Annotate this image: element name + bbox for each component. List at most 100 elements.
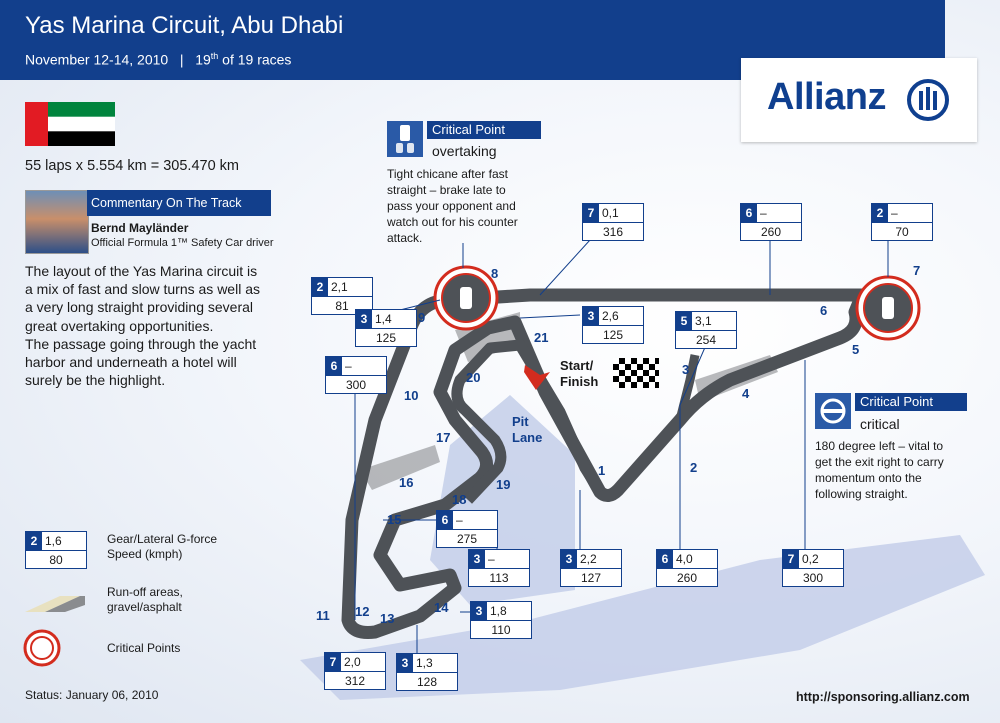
description-line: The passage going through the yacht <box>25 335 257 352</box>
gear-value: 3 <box>469 550 485 568</box>
runoff-gravel-swatch <box>25 596 80 612</box>
gear-value: 7 <box>783 550 799 568</box>
lateral-g-value: – <box>760 206 767 220</box>
pit-lane-line: Pit <box>512 414 529 429</box>
track-section <box>675 354 700 422</box>
speed-value: 125 <box>356 328 416 347</box>
critical-point-sub: overtaking <box>432 143 497 159</box>
gear-value: 3 <box>561 550 577 568</box>
turn-number: 21 <box>534 330 549 345</box>
track-section <box>451 339 605 504</box>
legend-line: Gear/Lateral G-force <box>107 532 218 546</box>
commentator-role: Official Formula 1™ Safety Car driver <box>91 237 274 249</box>
turn-number: 13 <box>380 611 395 626</box>
lateral-g-value: 1,8 <box>490 604 507 618</box>
description-line: surely be the highlight. <box>25 372 166 389</box>
speed-value: 113 <box>469 568 529 587</box>
turn-number: 18 <box>452 492 467 507</box>
turn-number: 17 <box>436 430 451 445</box>
lateral-g-value: 2,2 <box>580 552 597 566</box>
speed-value: 125 <box>583 325 643 344</box>
start-finish-line: Finish <box>560 374 599 389</box>
turn-number: 4 <box>742 386 750 401</box>
critical-point-text-line: attack. <box>387 231 423 245</box>
lateral-g-value: 1,6 <box>45 534 62 548</box>
commentary-heading: Commentary On The Track <box>87 190 271 216</box>
gear-value: 2 <box>312 278 328 296</box>
uae-flag <box>25 102 115 146</box>
speed-value: 254 <box>676 330 736 349</box>
race-date: November 12-14, 2010 <box>25 51 169 68</box>
critical-point-text-line: following straight. <box>815 487 908 501</box>
race-of-total: of 19 races <box>222 51 292 68</box>
logo-text: Allianz <box>767 76 886 118</box>
allianz-eagle-icon <box>907 79 949 121</box>
gear-value: 6 <box>741 204 757 222</box>
car-overtake-icon <box>387 121 423 157</box>
speed-value: 80 <box>26 550 86 569</box>
gear-value: 5 <box>676 312 692 330</box>
description-line: great overtaking opportunities. <box>25 317 214 334</box>
turn-number: 1 <box>598 463 606 478</box>
description-line: a mix of fast and slow turns as well as <box>25 281 260 298</box>
speed-value: 312 <box>325 671 385 690</box>
speed-value: 70 <box>872 222 932 241</box>
turn-number: 12 <box>355 604 370 619</box>
turn-number: 2 <box>690 460 698 475</box>
critical-point-marker <box>433 265 499 331</box>
speed-value: 275 <box>437 529 497 548</box>
gear-value: 3 <box>397 654 413 672</box>
speed-value: 316 <box>583 222 643 241</box>
steering-wheel-icon <box>815 393 851 429</box>
start-finish-label: Start/ Finish <box>560 358 598 390</box>
gear-value: 6 <box>437 511 453 529</box>
pit-lane-area <box>430 395 575 605</box>
lateral-g-value: 3,1 <box>695 314 712 328</box>
track-description: The layout of the Yas Marina circuit is … <box>25 262 275 389</box>
pit-lane-label: Pit Lane <box>512 414 542 446</box>
sponsoring-link[interactable]: http://sponsoring.allianz.com <box>796 690 970 704</box>
lateral-g-value: 2,6 <box>602 309 619 323</box>
critical-point-label: Critical Point <box>855 393 967 411</box>
legend-runoff-text: Run-off areas, gravel/asphalt <box>107 585 183 615</box>
allianz-logo[interactable]: Allianz <box>741 58 977 142</box>
turn-number: 20 <box>466 370 481 385</box>
critical-point-sub: critical <box>860 416 900 432</box>
lateral-g-value: – <box>345 359 352 373</box>
turn-number: 19 <box>496 477 511 492</box>
gear-value: 3 <box>583 307 599 325</box>
critical-point-text-line: Tight chicane after fast <box>387 167 508 181</box>
description-line: The layout of the Yas Marina circuit is <box>25 263 258 279</box>
runoff-area <box>360 445 440 490</box>
critical-point-text-line: get the exit right to carry <box>815 455 944 469</box>
gear-value: 6 <box>657 550 673 568</box>
critical-point-text-line: momentum onto the <box>815 471 922 485</box>
critical-point-legend-icon <box>23 629 61 667</box>
gear-value: 6 <box>326 357 342 375</box>
gear-value: 2 <box>26 532 42 550</box>
turn-number: 14 <box>434 600 449 615</box>
critical-point-text-line: straight – brake late to <box>387 183 506 197</box>
lateral-g-value: 0,1 <box>602 206 619 220</box>
turn-number: 16 <box>399 475 414 490</box>
speed-box: 3–113 <box>468 549 530 587</box>
speed-value: 260 <box>741 222 801 241</box>
lateral-g-value: 1,4 <box>375 312 392 326</box>
description-line: harbor and underneath a hotel will <box>25 354 237 371</box>
critical-point-label: Critical Point <box>427 121 541 139</box>
turn-number: 15 <box>387 512 402 527</box>
turn-number: 11 <box>316 608 330 623</box>
turn-number: 9 <box>418 310 426 325</box>
gear-value: 7 <box>583 204 599 222</box>
speed-value: 81 <box>312 296 372 315</box>
lateral-g-value: 0,2 <box>802 552 819 566</box>
